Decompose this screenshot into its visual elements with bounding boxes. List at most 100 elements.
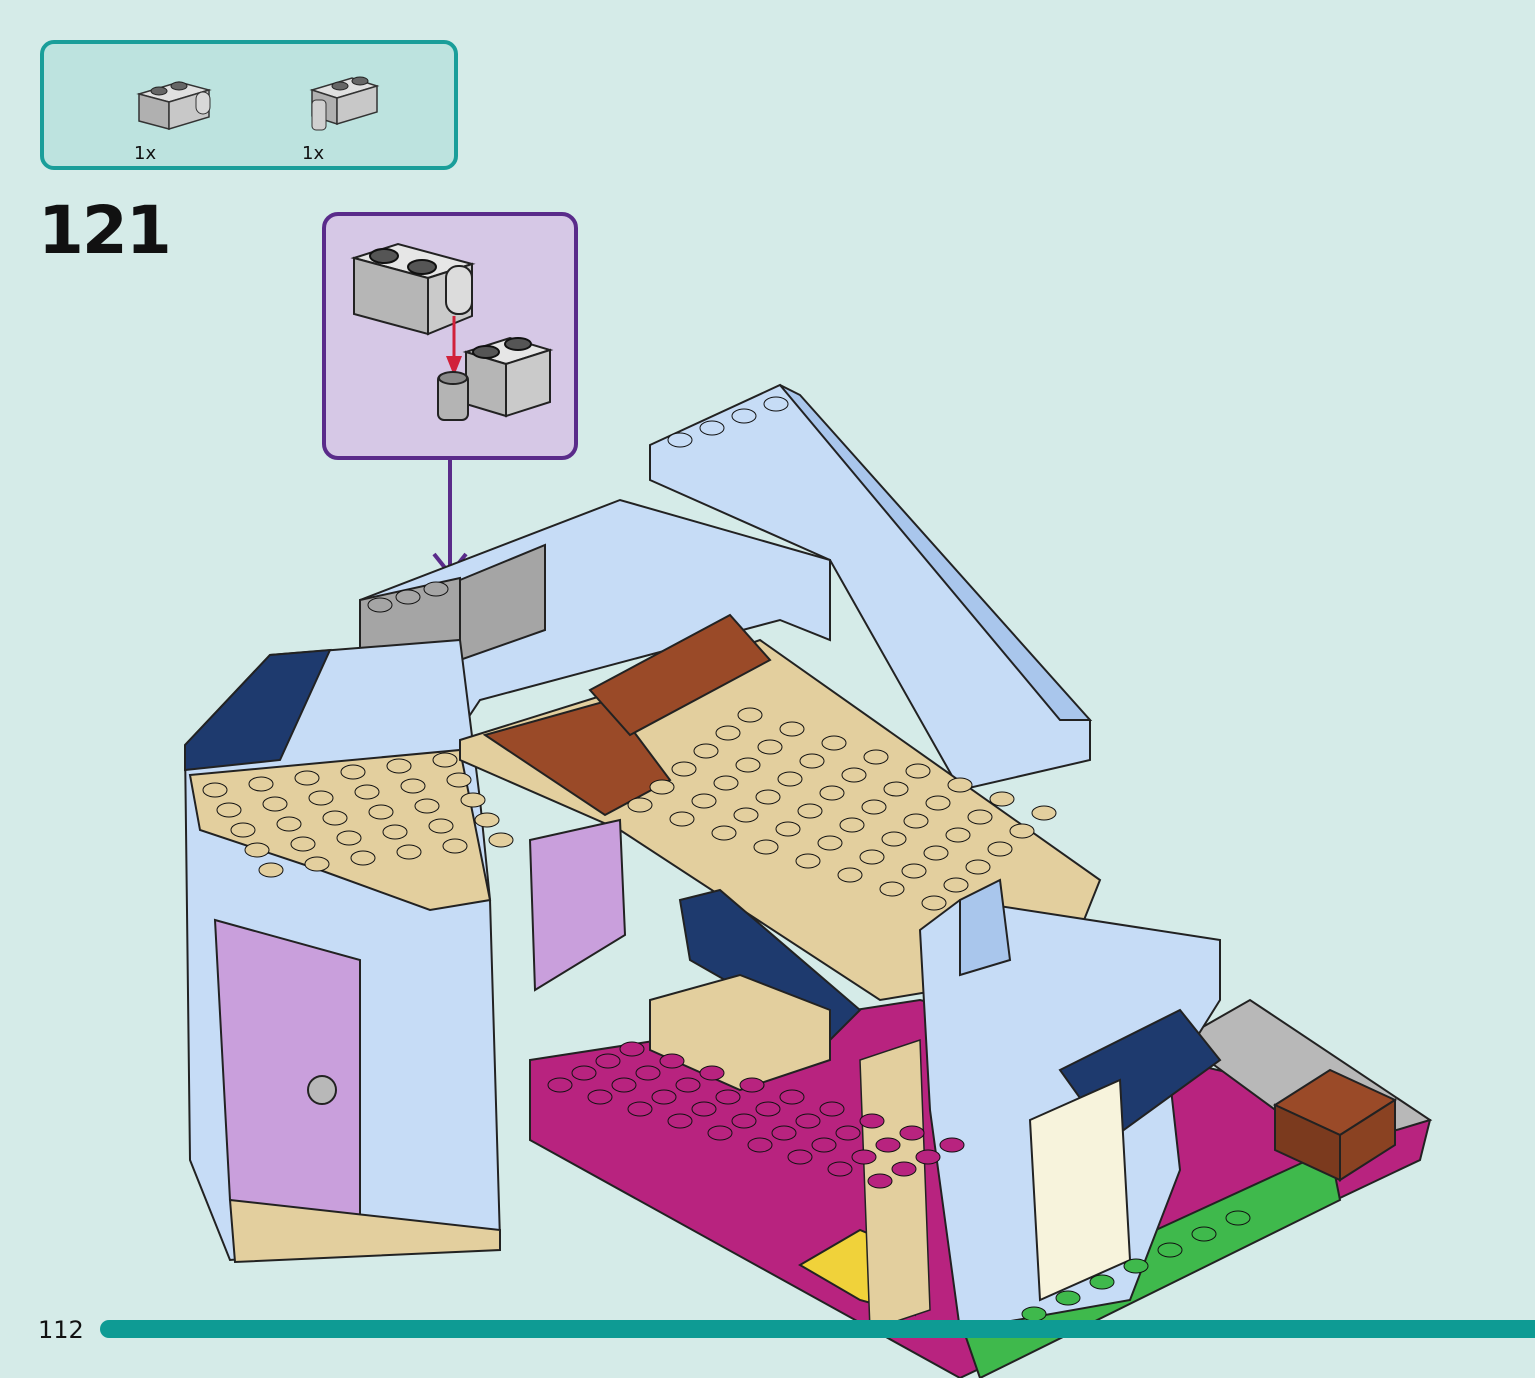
parts-list-box: 1x 1x <box>40 40 458 170</box>
hinge-assembly-illustration <box>350 242 554 421</box>
stud <box>693 743 719 759</box>
stud <box>691 1101 717 1117</box>
stud <box>947 777 973 793</box>
stud <box>811 1137 837 1153</box>
gray-brick-right <box>459 543 546 662</box>
stud <box>891 1161 917 1177</box>
stud <box>442 838 468 854</box>
stud <box>899 1125 925 1141</box>
stud <box>841 767 867 783</box>
stud <box>731 408 757 424</box>
stud <box>336 830 362 846</box>
stud <box>432 752 458 768</box>
stud <box>851 1149 877 1165</box>
sofa <box>678 888 862 1042</box>
stud <box>863 749 889 765</box>
stud <box>795 853 821 869</box>
stud <box>763 396 789 412</box>
hinge-clip-brick-icon <box>309 76 380 131</box>
stud <box>713 775 739 791</box>
stud <box>595 1053 621 1069</box>
stud <box>488 832 514 848</box>
stud <box>779 1089 805 1105</box>
stud <box>611 1077 637 1093</box>
stud <box>987 841 1013 857</box>
stud <box>627 1101 653 1117</box>
stud <box>414 798 440 814</box>
hinge-brick-icon <box>136 81 212 131</box>
stud <box>1225 1210 1251 1226</box>
stud <box>635 1065 661 1081</box>
stud <box>699 420 725 436</box>
stud <box>627 797 653 813</box>
stud <box>787 1149 813 1165</box>
stud <box>290 836 316 852</box>
stud <box>382 824 408 840</box>
stud <box>669 811 695 827</box>
stud <box>777 771 803 787</box>
stud <box>395 589 421 605</box>
stud <box>779 721 805 737</box>
stud <box>368 804 394 820</box>
stud <box>939 1137 965 1153</box>
step-number: 121 <box>38 192 172 269</box>
stud <box>819 785 845 801</box>
stud <box>1089 1274 1115 1290</box>
stud <box>619 1041 645 1057</box>
stud <box>667 1113 693 1129</box>
progress-bar <box>100 1320 1535 1338</box>
stud <box>817 835 843 851</box>
stud <box>1055 1290 1081 1306</box>
stud <box>262 796 288 812</box>
stud <box>354 784 380 800</box>
stud <box>925 795 951 811</box>
stud <box>1009 823 1035 839</box>
stud <box>587 1089 613 1105</box>
stud <box>859 849 885 865</box>
interior-wall <box>528 818 627 992</box>
stud <box>771 1125 797 1141</box>
stud <box>827 1161 853 1177</box>
stud <box>747 1137 773 1153</box>
stud <box>671 761 697 777</box>
stud <box>1021 1306 1047 1322</box>
stud <box>879 881 905 897</box>
stud <box>837 867 863 883</box>
table <box>649 973 831 1092</box>
stud <box>757 739 783 755</box>
stud <box>735 757 761 773</box>
stud <box>230 822 256 838</box>
stud <box>651 1089 677 1105</box>
part-hinge-clip-brick: 1x <box>302 64 412 164</box>
stud <box>400 778 426 794</box>
stud <box>216 802 242 818</box>
tower-door <box>213 918 361 1232</box>
stud <box>699 1065 725 1081</box>
stud <box>547 1077 573 1093</box>
stud <box>901 863 927 879</box>
stud <box>715 1089 741 1105</box>
stud <box>755 1101 781 1117</box>
stud <box>367 597 393 613</box>
stud <box>945 827 971 843</box>
window <box>1028 1078 1132 1302</box>
stud <box>881 831 907 847</box>
stud <box>989 791 1015 807</box>
stud <box>715 725 741 741</box>
part-quantity: 1x <box>302 143 325 164</box>
stud <box>775 821 801 837</box>
stud <box>755 789 781 805</box>
stud <box>819 1101 845 1117</box>
part-quantity: 1x <box>134 143 157 164</box>
stud <box>667 432 693 448</box>
stud <box>428 818 454 834</box>
stud <box>423 581 449 597</box>
stud <box>707 1125 733 1141</box>
stud <box>753 839 779 855</box>
stud <box>861 799 887 815</box>
stud <box>731 1113 757 1129</box>
callout-box <box>322 212 578 460</box>
stud <box>799 753 825 769</box>
stud <box>474 812 500 828</box>
stud <box>921 895 947 911</box>
